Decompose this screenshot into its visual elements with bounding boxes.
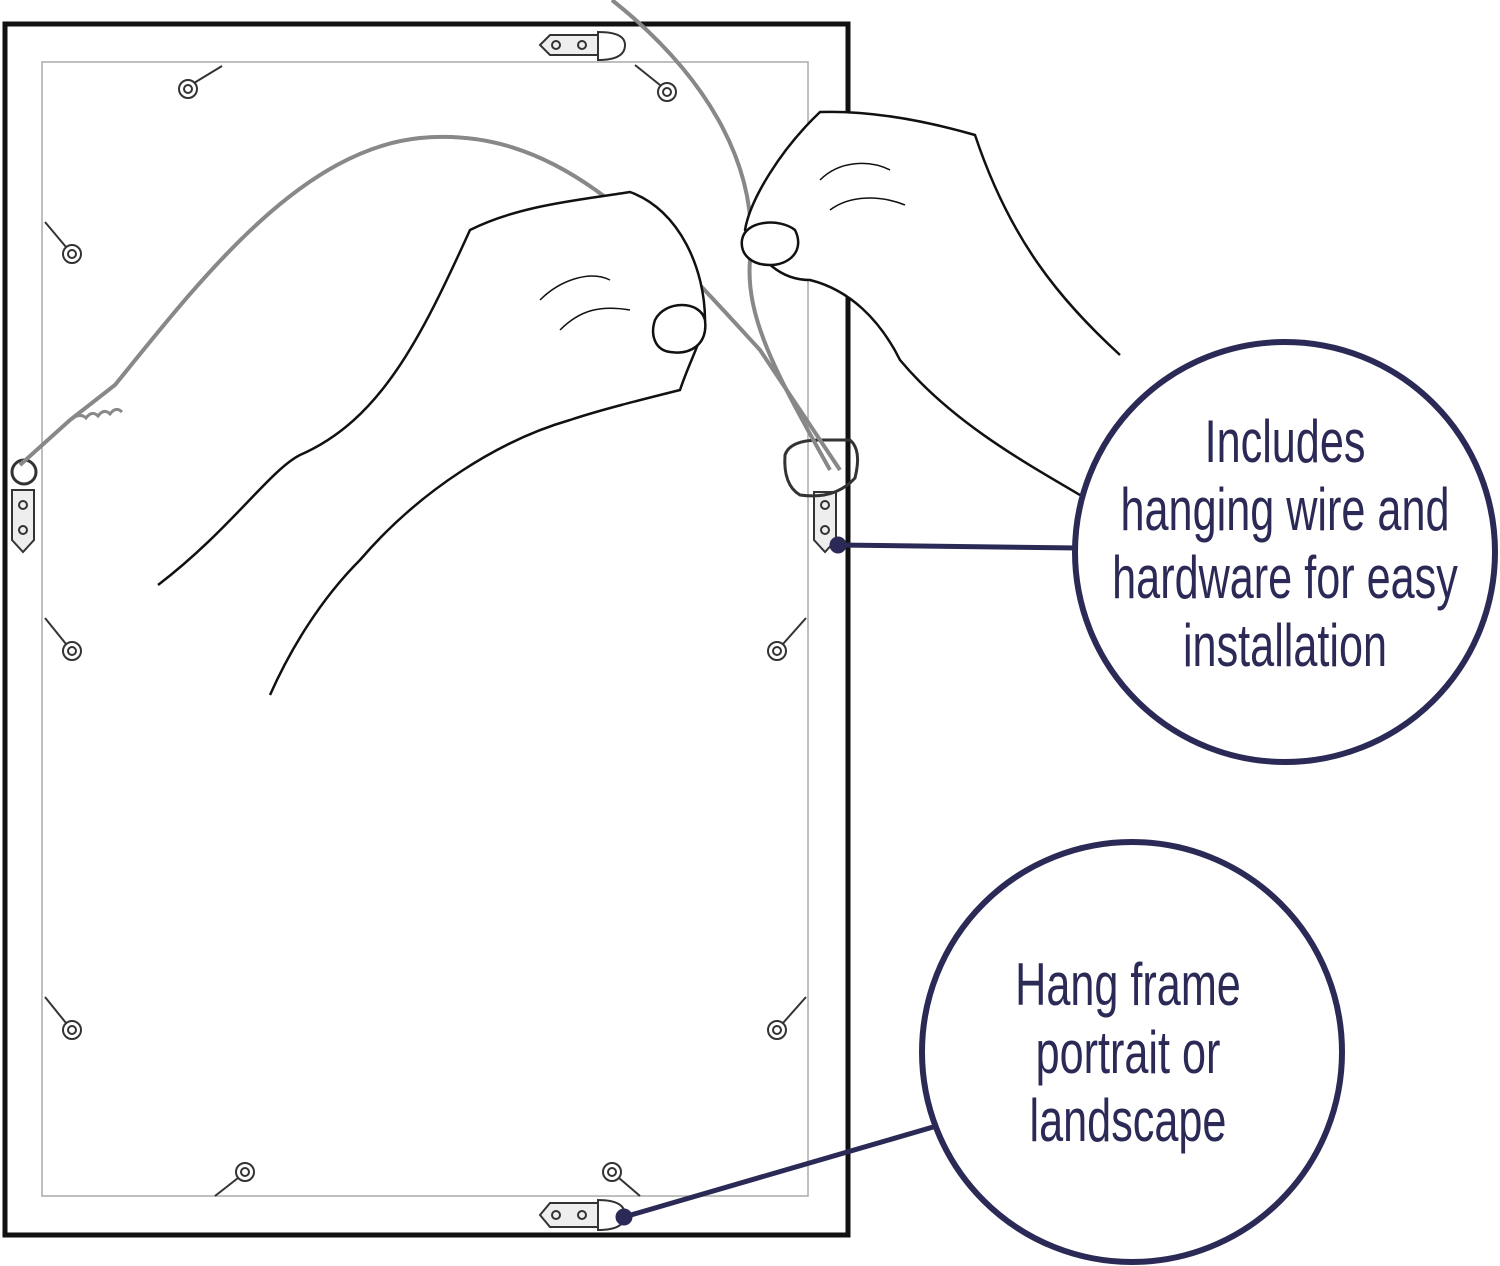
d-ring-right [783,438,860,554]
callout-connectors [615,536,1079,1226]
clip-icon [214,1162,255,1197]
callout-line: hardware for easy [1112,545,1458,612]
hands-illustration [157,110,1121,696]
clip-icon [602,1162,641,1197]
callout-line: Hang frame [1015,952,1241,1019]
d-ring-left [10,458,38,554]
clip-icon [634,64,677,102]
clip-icon [44,221,82,264]
clip-icon [767,617,807,661]
callout-circle [1072,339,1498,765]
callout-line: landscape [1030,1088,1227,1155]
callout-circle [919,839,1345,1265]
d-ring-top [538,30,627,62]
clip-icon [44,996,82,1040]
clip-icon [767,996,807,1040]
callout-hardware: Includes hanging wire and hardware for e… [1072,339,1498,765]
d-ring-hardware [10,30,860,1232]
callout-line: installation [1183,613,1387,680]
backing-clips [44,64,807,1197]
frame-outer-edge [2,21,851,1238]
left-hand [157,190,707,696]
right-thumb [740,221,800,267]
clip-icon [44,617,82,661]
callout-orientation: Hang frame portrait or landscape [919,839,1345,1265]
callout-line: Includes [1205,409,1366,476]
callout-line: portrait or [1036,1020,1221,1087]
right-hand [743,110,1121,497]
callout-line: hanging wire and [1121,477,1450,544]
clip-icon [178,65,223,99]
left-thumb [651,303,707,354]
frame-inner-backing [41,61,809,1197]
